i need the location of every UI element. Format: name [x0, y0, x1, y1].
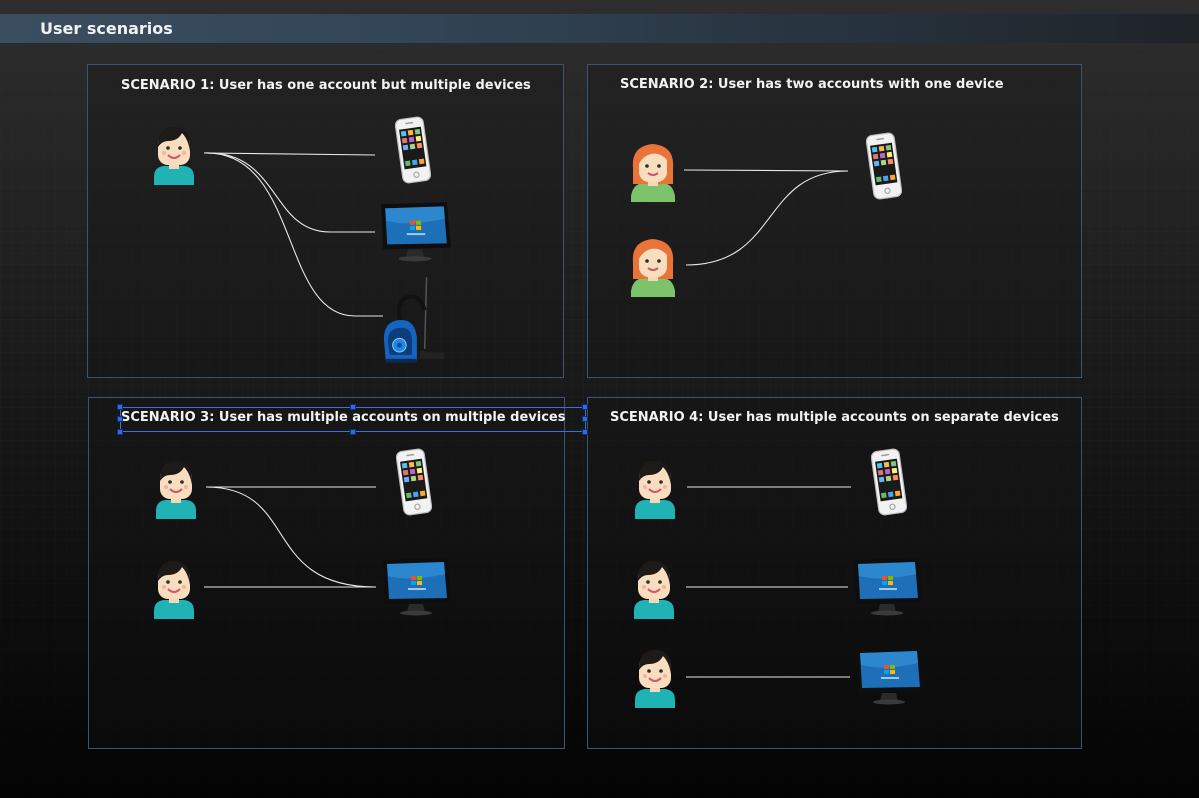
- resize-handle-top-left[interactable]: [117, 404, 123, 410]
- smartphone-icon[interactable]: [395, 116, 431, 186]
- male-user-icon[interactable]: [148, 555, 200, 619]
- smartphone-icon[interactable]: [866, 132, 902, 202]
- resize-handle-top-right[interactable]: [582, 404, 588, 410]
- smartphone-icon[interactable]: [396, 448, 432, 518]
- female-user-icon[interactable]: [627, 233, 679, 297]
- male-user-icon[interactable]: [148, 121, 200, 185]
- page-title: User scenarios: [40, 19, 173, 38]
- scenario-3-title[interactable]: SCENARIO 3: User has multiple accounts o…: [121, 410, 566, 425]
- resize-handle-bottom-middle[interactable]: [350, 429, 356, 435]
- vacuum-cleaner-icon[interactable]: [380, 268, 446, 368]
- male-user-icon[interactable]: [150, 455, 202, 519]
- male-user-icon[interactable]: [628, 555, 680, 619]
- scenario-4-title[interactable]: SCENARIO 4: User has multiple accounts o…: [610, 410, 1059, 425]
- desktop-monitor-icon[interactable]: [381, 556, 453, 616]
- desktop-monitor-icon[interactable]: [854, 645, 926, 705]
- desktop-monitor-icon[interactable]: [379, 200, 453, 262]
- male-user-icon[interactable]: [629, 644, 681, 708]
- smartphone-icon[interactable]: [871, 448, 907, 518]
- female-user-icon[interactable]: [627, 138, 679, 202]
- scenario-1-panel[interactable]: [87, 64, 564, 378]
- scenario-2-panel[interactable]: [587, 64, 1082, 378]
- title-bar: [0, 14, 1199, 43]
- resize-handle-middle-right[interactable]: [582, 416, 588, 422]
- desktop-monitor-icon[interactable]: [852, 556, 924, 616]
- resize-handle-top-middle[interactable]: [350, 404, 356, 410]
- scenario-1-title[interactable]: SCENARIO 1: User has one account but mul…: [121, 78, 531, 93]
- resize-handle-middle-left[interactable]: [117, 416, 123, 422]
- top-edge: [0, 0, 1199, 13]
- resize-handle-bottom-left[interactable]: [117, 429, 123, 435]
- male-user-icon[interactable]: [629, 455, 681, 519]
- resize-handle-bottom-right[interactable]: [582, 429, 588, 435]
- scenario-2-title[interactable]: SCENARIO 2: User has two accounts with o…: [620, 77, 1004, 92]
